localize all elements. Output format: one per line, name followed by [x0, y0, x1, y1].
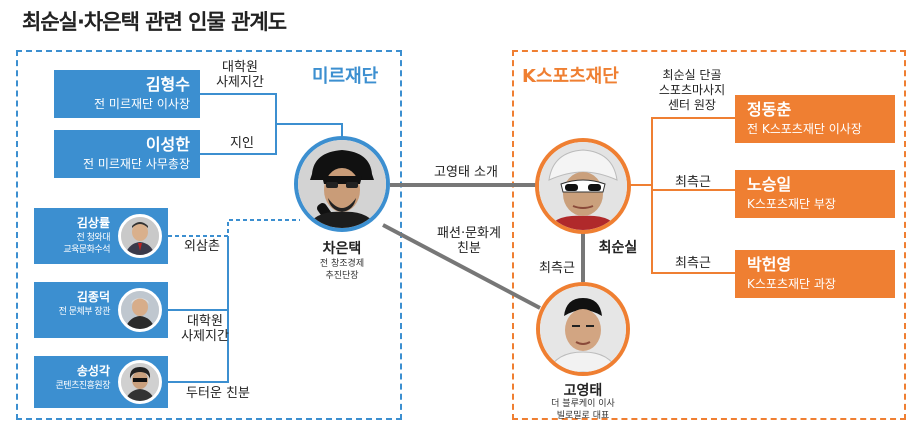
- person-role: K스포츠재단 부장: [747, 197, 836, 211]
- relation-label-ko-intro: 고영태 소개: [434, 165, 498, 180]
- relation-label-jung: 최순실 단골 스포츠마사지 센터 원장: [658, 68, 726, 112]
- person-box-park-heonyoung: 박헌영 K스포츠재단 과장: [735, 250, 895, 298]
- person-box-kim-jongduk: 김종덕 전 문체부 장관: [34, 282, 168, 338]
- relation-label-kim-jongduk: 대학원 사제지간: [181, 314, 229, 344]
- person-name: 노승일: [747, 175, 792, 194]
- relation-label-song-sunggak: 두터운 친분: [186, 386, 250, 401]
- person-name: 김상률: [76, 216, 110, 230]
- person-box-no-seungil: 노승일 K스포츠재단 부장: [735, 170, 895, 218]
- person-photo: [118, 288, 162, 332]
- person-box-kim-sangryul: 김상률 전 청와대 교육문화수석: [34, 208, 168, 264]
- connector-park: [651, 185, 735, 274]
- person-role: K스포츠재단 과장: [747, 277, 836, 291]
- relation-label-no: 최측근: [675, 175, 711, 190]
- person-box-kim-hyungsoo: 김형수 전 미르재단 이사장: [54, 70, 200, 118]
- relation-label-choi-ko: 최측근: [539, 261, 575, 276]
- person-box-jung-dongchun: 정동춘 전 K스포츠재단 이사장: [735, 95, 895, 143]
- person-role: 전 문체부 장관: [58, 307, 111, 317]
- person-role: 전 미르재단 이사장: [94, 97, 190, 111]
- person-role: 전 미르재단 사무총장: [83, 157, 190, 171]
- cha-eun-taek-desc: 전 창조경제 추진단장: [319, 259, 365, 281]
- person-photo: [118, 214, 162, 258]
- diagram-title: 최순실·차은택 관련 인물 관계도: [22, 10, 287, 34]
- connector-kim-hyungsoo: [200, 93, 277, 124]
- connector-jung: [651, 117, 735, 185]
- person-box-song-sunggak: 송성각 콘텐츠진흥원장: [34, 356, 168, 408]
- relation-label-kim-sangryul: 외삼촌: [184, 239, 220, 254]
- relation-label-kim-hyungsoo: 대학원 사제지간: [216, 60, 264, 90]
- person-name: 박헌영: [747, 255, 792, 274]
- relation-label-lee-sunghan: 지인: [230, 136, 254, 151]
- person-name: 정동춘: [747, 100, 792, 119]
- person-role: 전 청와대 교육문화수석: [63, 233, 110, 255]
- relation-label-fashion: 패션·문화계 친분: [437, 226, 501, 256]
- person-role: 전 K스포츠재단 이사장: [747, 122, 862, 136]
- connector-song-sunggak: [168, 310, 229, 383]
- ksports-foundation-region: [512, 50, 906, 420]
- person-name: 김형수: [145, 75, 190, 94]
- choi-soon-sil-photo: [535, 138, 631, 234]
- mir-foundation-label: 미르재단: [312, 66, 379, 87]
- choi-soon-sil-name: 최순실: [598, 240, 638, 256]
- person-name: 김종덕: [76, 290, 110, 304]
- person-name: 송성각: [76, 364, 110, 378]
- ksports-foundation-label: K스포츠재단: [522, 66, 619, 87]
- connector-cha-ko: [382, 223, 541, 310]
- relation-label-park: 최측근: [675, 256, 711, 271]
- person-role: 콘텐츠진흥원장: [55, 381, 111, 391]
- person-name: 이성한: [145, 135, 190, 154]
- person-photo: [118, 360, 162, 404]
- connector-mir-to-cha: [276, 123, 343, 140]
- ko-young-tae-desc: 더 블루케이 이사 빌로밀로 대표: [551, 399, 615, 421]
- cha-eun-taek-name: 차은택: [322, 241, 362, 257]
- connector-kim-sangryul: [168, 219, 300, 237]
- ko-young-tae-photo: [536, 282, 630, 376]
- person-box-lee-sunghan: 이성한 전 미르재단 사무총장: [54, 130, 200, 178]
- cha-eun-taek-photo: [294, 136, 390, 232]
- ko-young-tae-name: 고영태: [563, 383, 603, 399]
- connector-lee-sunghan: [200, 124, 277, 155]
